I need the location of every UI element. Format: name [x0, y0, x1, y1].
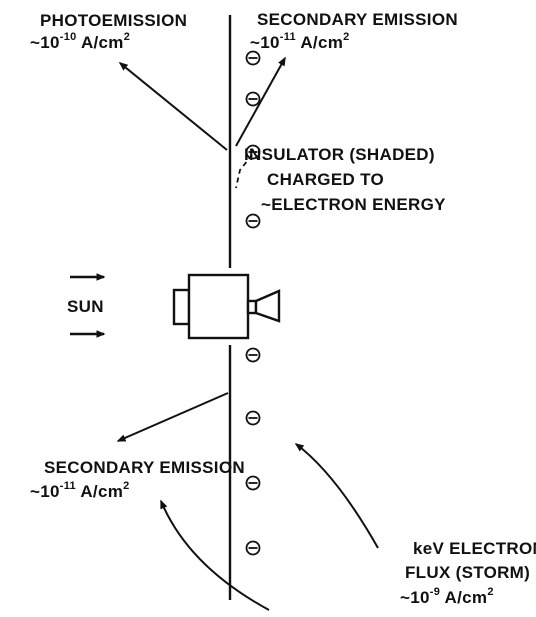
secondary-emission-top-label: SECONDARY EMISSION	[257, 10, 458, 29]
negative-charge	[245, 540, 261, 556]
negative-charge	[245, 50, 261, 66]
electron-flux-arrow-right	[294, 443, 379, 549]
negative-charge	[245, 410, 261, 426]
insulator-label-line3: ~ELECTRON ENERGY	[261, 195, 446, 214]
insulator-label-line1: INSULATOR (SHADED)	[244, 145, 435, 164]
insulator-leader-line	[235, 154, 253, 189]
negative-charge	[245, 144, 261, 160]
negative-charge	[245, 91, 261, 107]
secondary-emission-bottom-label: SECONDARY EMISSION	[44, 458, 245, 477]
electron-flux-label-flux: ~10-9 A/cm2	[400, 586, 494, 607]
negative-charge	[245, 347, 261, 363]
electron-flux-label-line1: keV ELECTRON	[413, 539, 536, 558]
insulator-label-line2: CHARGED TO	[267, 170, 384, 189]
electron-flux-label-line2: FLUX (STORM)	[405, 563, 530, 582]
negative-charge	[245, 213, 261, 229]
secondary-emission-bottom-flux: ~10-11 A/cm2	[30, 480, 130, 501]
photoemission-label: PHOTOEMISSION	[40, 11, 187, 30]
photoemission-flux: ~10-10 A/cm2	[30, 31, 130, 52]
photoemission-arrow	[118, 62, 228, 151]
secondary-emission-top-flux: ~10-11 A/cm2	[250, 31, 350, 52]
negative-charge	[245, 475, 261, 491]
secondary-emission-arrow-bottom	[116, 392, 229, 442]
secondary-emission-arrow-top	[235, 56, 286, 147]
sun-label: SUN	[67, 297, 104, 316]
spacecraft-icon	[172, 273, 281, 340]
electron-flux-arrow-bottom	[160, 499, 270, 611]
